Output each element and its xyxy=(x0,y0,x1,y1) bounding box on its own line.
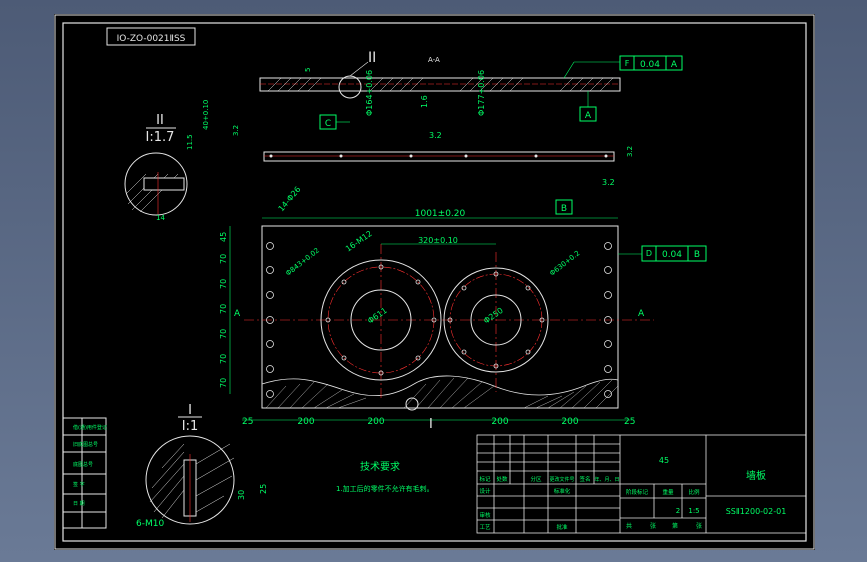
dim-40: 40+0.10 xyxy=(202,100,210,130)
dim-tap-holes: 16-M12 xyxy=(344,229,374,254)
svg-text:70: 70 xyxy=(219,354,228,364)
dim-center-distance: 320±0.10 xyxy=(418,236,458,245)
material: 45 xyxy=(659,456,669,465)
drawing-number: SSⅡ1200-02-01 xyxy=(726,507,787,516)
svg-text:年、月、日: 年、月、日 xyxy=(594,476,619,483)
svg-text:I: I xyxy=(188,403,192,418)
dim-inner-right: Φ250 xyxy=(482,306,505,326)
datum-b: B xyxy=(561,204,567,214)
svg-text:重量: 重量 xyxy=(662,488,674,496)
svg-text:0.04: 0.04 xyxy=(662,250,682,260)
tolerance-frame-2: D 0.04 B xyxy=(641,245,707,262)
cad-drawing-svg: IO-ZO-0021ⅡSS II A-A Φ164+0.06 Φ177+0.06… xyxy=(54,14,815,550)
tolerance-frame-1: F 0.04 A xyxy=(619,55,683,71)
svg-text:旧底图总号: 旧底图总号 xyxy=(73,441,98,448)
svg-text:签 字: 签 字 xyxy=(73,481,85,488)
title-block xyxy=(476,434,807,534)
svg-text:阶段标记: 阶段标记 xyxy=(626,488,649,496)
svg-text:I:1: I:1 xyxy=(182,419,199,434)
tech-req-title: 技术要求 xyxy=(360,460,400,473)
svg-text:25: 25 xyxy=(624,417,635,427)
svg-text:200: 200 xyxy=(297,417,314,427)
dim-big-circle: Φ843+0.02 xyxy=(284,246,321,277)
svg-text:70: 70 xyxy=(219,378,228,388)
svg-text:D: D xyxy=(646,249,652,258)
svg-text:I:1.7: I:1.7 xyxy=(146,130,175,145)
code-box xyxy=(106,27,196,46)
left-side-block: 借(通)用件登记 旧底图总号 底图总号 签 字 日 期 xyxy=(62,417,107,529)
svg-text:A: A xyxy=(671,60,678,70)
svg-text:第: 第 xyxy=(672,522,678,530)
side-view-strip: 3.2 3.2 3.2 11.5 xyxy=(186,125,634,187)
datum-a-top: A xyxy=(585,111,592,121)
svg-text:200: 200 xyxy=(491,417,508,427)
main-plate-view: 1001±0.20 320±0.10 14-Φ26 16-M12 Φ843+0.… xyxy=(219,185,707,432)
part-name: 墙板 xyxy=(746,469,766,482)
surface-finish-1: 3.2 xyxy=(429,131,442,140)
detail-ii-view: II I:1.7 14 xyxy=(124,113,188,222)
svg-text:张: 张 xyxy=(650,522,656,530)
quantity: 2 xyxy=(676,507,680,515)
cad-drawing-canvas[interactable]: IO-ZO-0021ⅡSS II A-A Φ164+0.06 Φ177+0.06… xyxy=(54,14,815,550)
svg-text:70: 70 xyxy=(219,254,228,264)
svg-text:70: 70 xyxy=(219,279,228,289)
dim-phi177: Φ177+0.06 xyxy=(477,70,486,116)
svg-text:设计: 设计 xyxy=(479,487,491,495)
svg-text:标准化: 标准化 xyxy=(554,487,571,495)
svg-text:张: 张 xyxy=(696,522,702,530)
svg-text:3.2: 3.2 xyxy=(626,146,634,157)
inner-frame xyxy=(62,22,807,542)
dim-5: 5 xyxy=(304,68,312,72)
scale: 1:5 xyxy=(688,507,699,515)
section-mark-a-right: A xyxy=(638,309,645,319)
code-box-text: IO-ZO-0021ⅡSS xyxy=(117,34,186,44)
svg-text:14: 14 xyxy=(156,214,165,222)
svg-text:日 期: 日 期 xyxy=(73,501,85,507)
section-mark-a-left: A xyxy=(234,309,241,319)
dim-total-width: 1001±0.20 xyxy=(415,209,466,219)
svg-text:70: 70 xyxy=(219,304,228,314)
svg-text:借(通)用件登记: 借(通)用件登记 xyxy=(73,424,107,431)
svg-text:70: 70 xyxy=(219,329,228,339)
svg-text:200: 200 xyxy=(367,417,384,427)
detail-ii-callout: II xyxy=(368,50,376,66)
svg-text:25: 25 xyxy=(259,484,268,494)
svg-text:比例: 比例 xyxy=(688,488,700,496)
tech-req-text: 1.加工后的零件不允许有毛刺。 xyxy=(336,484,434,493)
dim-small-circle: Φ630+0.2 xyxy=(548,249,581,277)
svg-text:11.5: 11.5 xyxy=(186,134,194,150)
svg-text:工艺: 工艺 xyxy=(479,524,491,531)
svg-text:分区: 分区 xyxy=(530,475,542,483)
section-view: II A-A Φ164+0.06 Φ177+0.06 1.6 5 40+0.10… xyxy=(202,50,683,140)
svg-text:底图总号: 底图总号 xyxy=(73,461,93,468)
svg-text:B: B xyxy=(694,250,700,260)
svg-text:F: F xyxy=(625,59,630,68)
svg-text:标记: 标记 xyxy=(479,475,491,483)
outer-frame xyxy=(54,14,815,550)
svg-text:II: II xyxy=(156,113,164,128)
svg-text:共: 共 xyxy=(626,522,632,530)
svg-text:3.2: 3.2 xyxy=(232,125,240,136)
svg-text:45: 45 xyxy=(219,232,228,242)
svg-text:批准: 批准 xyxy=(556,523,568,531)
dim-phi164: Φ164+0.06 xyxy=(365,70,374,116)
svg-text:签名: 签名 xyxy=(579,475,590,483)
svg-text:审核: 审核 xyxy=(479,511,491,519)
title-block-text: 45 墙板 SSⅡ1200-02-01 1:5 2 阶段标记 重量 比例 标记 … xyxy=(479,456,786,531)
svg-text:3.2: 3.2 xyxy=(602,178,615,187)
dim-6-m10: 6-M10 xyxy=(136,519,164,529)
svg-text:处数: 处数 xyxy=(496,475,508,483)
detail-i-callout: I xyxy=(429,417,433,432)
svg-text:30: 30 xyxy=(237,490,246,500)
datum-c: C xyxy=(325,119,331,129)
svg-text:0.04: 0.04 xyxy=(640,60,660,70)
svg-text:25: 25 xyxy=(242,417,253,427)
section-label: A-A xyxy=(428,56,440,64)
svg-text:200: 200 xyxy=(561,417,578,427)
detail-i-view: I I:1 6-M10 30 25 xyxy=(136,403,268,529)
dim-1-6: 1.6 xyxy=(420,95,429,108)
svg-text:更改文件号: 更改文件号 xyxy=(549,476,574,483)
dim-hole-pattern: 14-Φ26 xyxy=(277,185,303,213)
dim-inner-left: Φ611 xyxy=(366,306,389,326)
